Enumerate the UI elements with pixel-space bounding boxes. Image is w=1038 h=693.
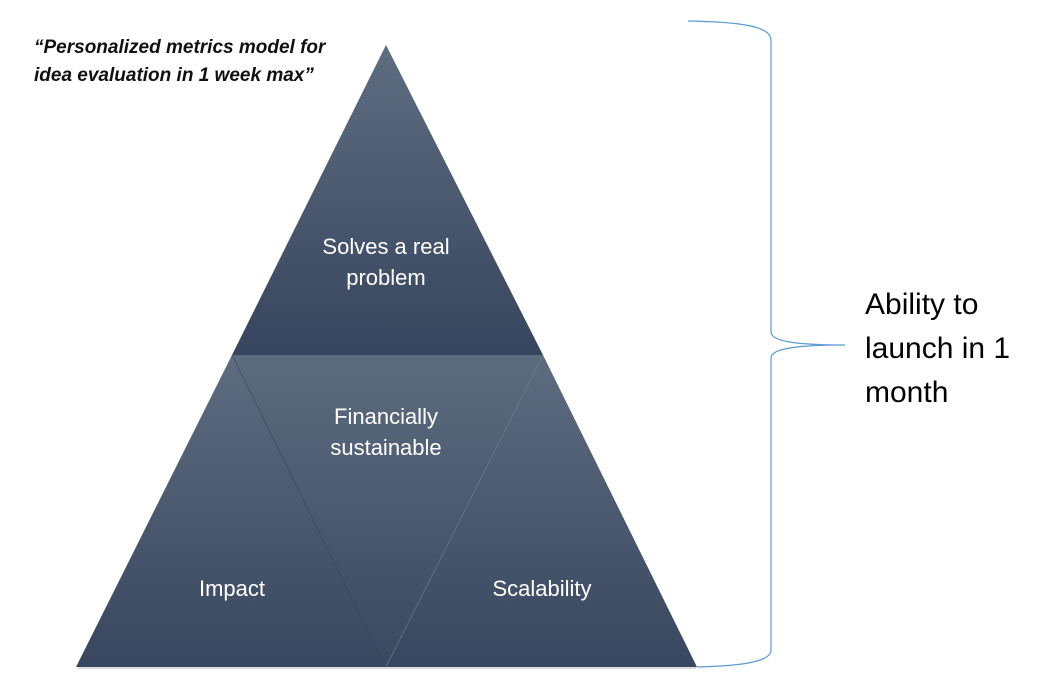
label-scalability: Scalability	[492, 576, 592, 601]
pyramid-left-segment	[76, 355, 386, 667]
pyramid-right-segment	[386, 355, 697, 667]
brace-label: Ability to launch in 1 month	[865, 288, 1011, 409]
right-brace	[687, 20, 846, 668]
quote-text: “Personalized metrics model for idea eva…	[34, 37, 326, 86]
pyramid-middle-segment	[232, 355, 543, 667]
label-solves-real-problem: Solves a real problem	[322, 234, 450, 290]
label-impact: Impact	[198, 576, 266, 601]
label-financially-sustainable: Financially sustainable	[330, 404, 442, 460]
pyramid-top-segment	[232, 45, 543, 355]
